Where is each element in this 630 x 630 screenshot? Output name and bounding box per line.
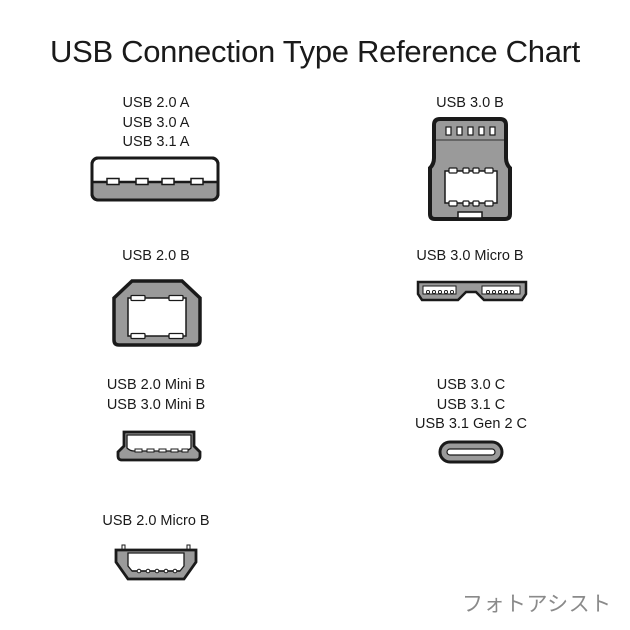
label-line: USB 3.1 A: [122, 134, 190, 150]
usb-3-0-micro-b-connector-icon: [416, 280, 528, 302]
label-usb-mini-b: USB 2.0 Mini B USB 3.0 Mini B: [66, 376, 246, 415]
label-line: USB 3.0 B: [436, 95, 504, 111]
label-line: USB 3.0 A: [122, 114, 190, 131]
chart-title: USB Connection Type Reference Chart: [49, 34, 580, 69]
label-usb-2-0-b: USB 2.0 B: [66, 247, 246, 267]
usb-3-0-b-connector-icon: [428, 117, 512, 221]
label-usb-a: USB 2.0 A USB 3.0 A USB 3.1 A: [66, 94, 246, 153]
label-line: USB 2.0 Micro B: [102, 513, 210, 529]
label-line: USB 3.0 C: [436, 377, 506, 393]
label-usb-2-0-micro-b: USB 2.0 Micro B: [66, 512, 246, 532]
label-line: USB 3.1 C: [436, 396, 506, 413]
label-usb-3-0-micro-b: USB 3.0 Micro B: [380, 247, 560, 267]
usb-a-connector-icon: [90, 156, 220, 202]
label-line: USB 2.0 B: [122, 248, 190, 264]
watermark: フォトアシスト: [462, 592, 612, 616]
label-usb-3-0-b: USB 3.0 B: [380, 94, 560, 114]
label-usb-c: USB 3.0 C USB 3.1 C USB 3.1 Gen 2 C: [376, 376, 566, 435]
label-line: USB 3.0 Micro B: [416, 248, 524, 264]
label-line: USB 2.0 Mini B: [106, 377, 206, 393]
label-line: USB 3.1 Gen 2 C: [414, 416, 528, 432]
usb-2-0-b-connector-icon: [112, 279, 202, 347]
usb-2-0-micro-b-connector-icon: [114, 544, 198, 581]
label-line: USB 2.0 A: [122, 95, 190, 111]
usb-c-connector-icon: [438, 440, 504, 464]
usb-mini-b-connector-icon: [116, 430, 202, 462]
label-line: USB 3.0 Mini B: [106, 396, 206, 413]
